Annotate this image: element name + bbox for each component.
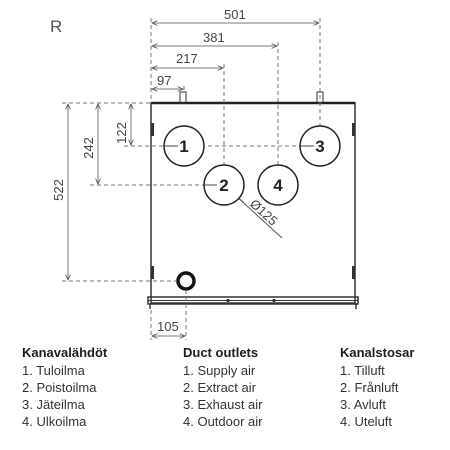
legend-swedish: Kanalstosar 1. Tilluft 2. Frånluft 3. Av… [340, 345, 450, 430]
dim-242: 242 [81, 137, 96, 159]
legend-item: 1. Supply air [183, 363, 256, 378]
dim-381: 381 [203, 30, 225, 45]
legend-english: Duct outlets 1. Supply air 2. Extract ai… [183, 345, 323, 430]
condensate-drain [176, 271, 196, 291]
legend-item: 1. Tilluft [340, 363, 385, 378]
legend-item: 1. Tuloilma [22, 363, 85, 378]
port-1: 1 [163, 125, 205, 167]
legend-item: 4. Ulkoilma [22, 414, 87, 429]
port-2-label: 2 [219, 176, 228, 195]
legend-item: 2. Frånluft [340, 380, 399, 395]
legend-title: Duct outlets [183, 345, 259, 360]
side-label: R [50, 17, 62, 36]
dim-105: 105 [157, 319, 179, 334]
port-3-label: 3 [315, 137, 324, 156]
legend-item: 3. Avluft [340, 397, 387, 412]
legend-item: 3. Jäteilma [22, 397, 85, 412]
dim-501: 501 [224, 7, 246, 22]
unit-body [147, 91, 359, 309]
legend-finnish: Kanavalähdöt 1. Tuloilma 2. Poistoilma 3… [22, 345, 162, 430]
legend-item: 2. Poistoilma [22, 380, 97, 395]
legend-title: Kanalstosar [340, 345, 415, 360]
port-4-label: 4 [273, 176, 283, 195]
port-2: 2 [203, 164, 245, 206]
port-1-label: 1 [179, 137, 188, 156]
dim-97: 97 [157, 73, 171, 88]
dim-217: 217 [176, 51, 198, 66]
port-3: 3 [299, 125, 341, 167]
legend-item: 3. Exhaust air [183, 397, 263, 412]
legend-title: Kanavalähdöt [22, 345, 108, 360]
duct-dimension-drawing: R [50, 7, 359, 340]
dim-122: 122 [114, 122, 129, 144]
legend-item: 2. Extract air [183, 380, 256, 395]
dim-522: 522 [51, 179, 66, 201]
port-4: 4 [257, 164, 299, 206]
legend-item: 4. Uteluft [340, 414, 393, 429]
legend-item: 4. Outdoor air [183, 414, 263, 429]
